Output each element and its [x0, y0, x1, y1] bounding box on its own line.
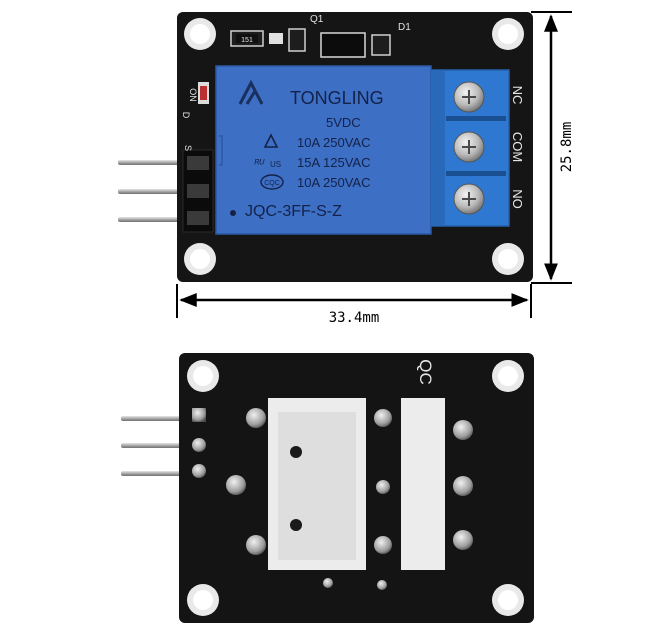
d1-label: D1	[398, 22, 411, 33]
cert-cqc-label: CQC	[264, 180, 280, 187]
relay-rating-1: 10A 250VAC	[297, 135, 370, 150]
isolation-barrier-right	[401, 398, 445, 570]
relay-model: JQC-3FF-S-Z	[245, 203, 342, 220]
cqc-mark-icon	[260, 174, 284, 190]
dimension-annotations: 25.8mm 33.4mm	[176, 11, 575, 326]
bottom-view: QC	[121, 353, 534, 623]
header-pins	[118, 160, 190, 222]
cert-us-label: US	[270, 160, 281, 169]
led-on-label: ON	[188, 88, 198, 102]
mounting-holes	[184, 18, 524, 275]
qc-label: QC	[416, 359, 435, 385]
height-dimension-label: 25.8mm	[559, 122, 575, 173]
terminal-no-label: NO	[510, 189, 525, 209]
terminal-nc-label: NC	[510, 86, 525, 105]
ul-mark-icon: ᴿᵁ	[254, 158, 265, 170]
header-pin-1	[118, 160, 190, 165]
relay-rating-2: 15A 125VAC	[297, 155, 370, 170]
relay-coil-rating: 5VDC	[326, 115, 361, 130]
pin-s-label: S	[183, 145, 193, 151]
led-d-label: D	[181, 112, 191, 119]
top-view: 151 Q1 D1 ON D S TONGLING 5VDC 10A 250VA…	[118, 12, 533, 282]
width-dimension-label: 33.4mm	[329, 310, 380, 326]
relay-brand: TONGLING	[290, 88, 384, 108]
header-pin-2	[118, 189, 190, 194]
warning-triangle-icon	[263, 133, 279, 148]
transistor-q1	[288, 28, 306, 52]
header-pin-3	[118, 217, 190, 222]
tongling-logo-icon	[238, 79, 264, 105]
transistor-pad	[269, 33, 283, 44]
terminal-com-label: COM	[510, 132, 525, 162]
resistor-label: 151	[241, 37, 253, 44]
q1-label: Q1	[310, 14, 324, 25]
bottom-pad-square	[192, 408, 206, 422]
diode-d1	[320, 32, 366, 58]
relay-rating-3: 10A 250VAC	[297, 175, 370, 190]
bottom-header-pins	[121, 416, 183, 476]
relay-pin1-dot-icon	[230, 210, 236, 216]
